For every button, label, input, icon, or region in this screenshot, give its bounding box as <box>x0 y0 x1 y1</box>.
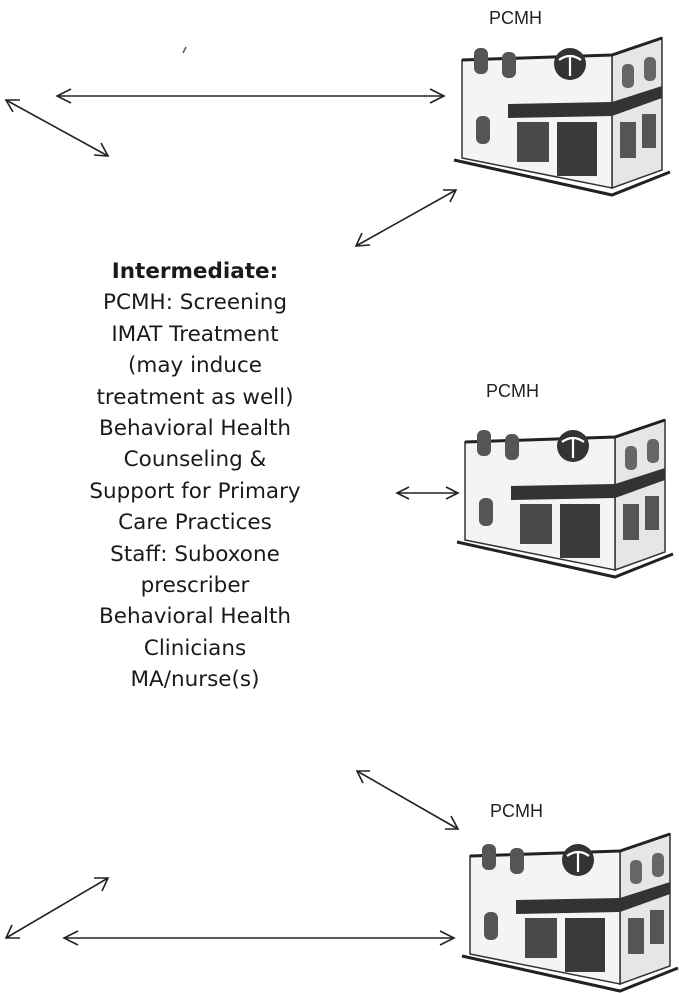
hub-heading: Intermediate: <box>111 259 279 284</box>
hub-line: prescriber <box>140 573 250 599</box>
intermediate-hub-description: Intermediate: PCMH: Screening IMAT Treat… <box>40 256 350 696</box>
hub-line: IMAT Treatment <box>111 321 279 347</box>
hub-line: PCMH: Screening <box>103 290 287 316</box>
hub-line: Clinicians <box>143 635 247 661</box>
hub-line: (may induce <box>128 353 262 379</box>
hub-line: treatment as well) <box>96 384 294 410</box>
pcmh-label-bottom: PCMH <box>490 801 543 821</box>
pcmh-label-top: PCMH <box>489 8 542 28</box>
hub-line: Support for Primary <box>89 478 301 504</box>
pcmh-building-icon-middle <box>455 418 675 579</box>
double-headed-arrow-icon <box>4 88 460 946</box>
hub-line: Behavioral Health <box>98 604 292 630</box>
pcmh-building-icon-bottom <box>460 832 679 993</box>
hub-line: MA/nurse(s) <box>130 667 260 693</box>
pcmh-building-icon-top <box>452 36 672 197</box>
scan-mark <box>182 46 187 54</box>
hub-line: Staff: Suboxone <box>110 541 280 567</box>
hub-line: Counseling & <box>123 447 267 473</box>
pcmh-label-middle: PCMH <box>486 381 539 401</box>
hub-line: Behavioral Health <box>98 416 292 442</box>
hub-line: Care Practices <box>118 510 272 536</box>
